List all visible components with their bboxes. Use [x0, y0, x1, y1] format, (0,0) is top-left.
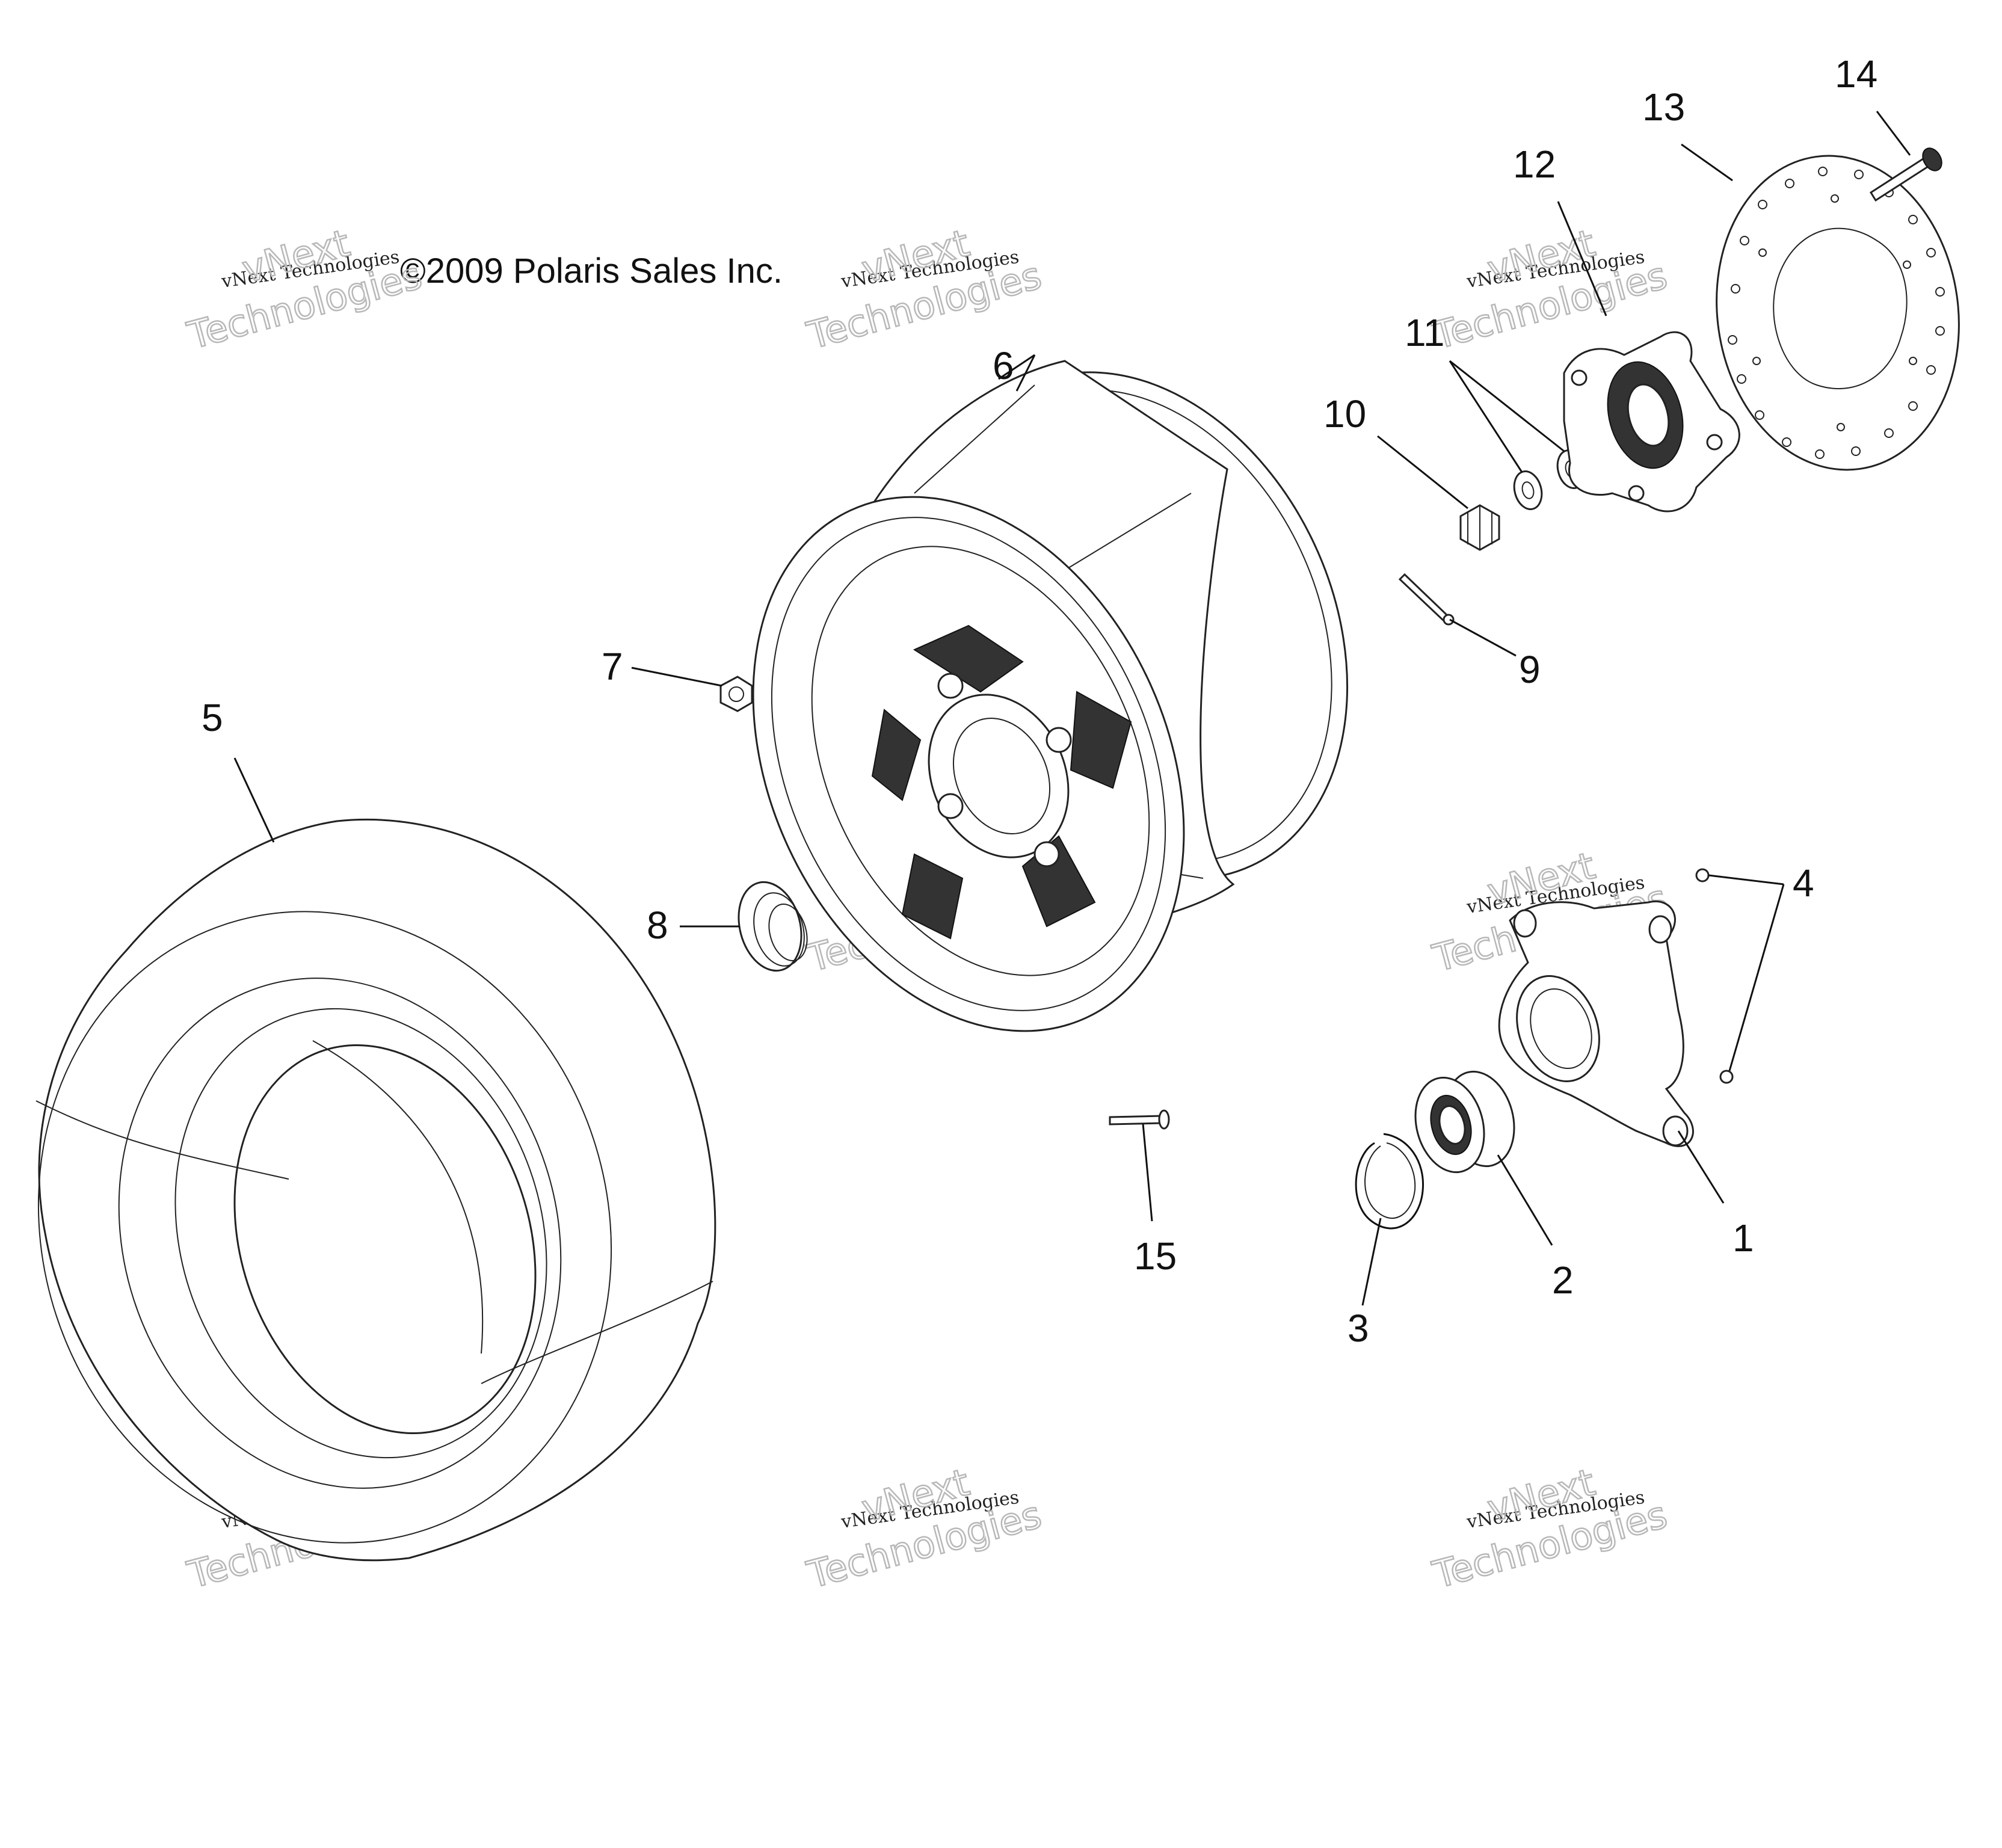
- callout-1: 1: [1732, 1216, 1754, 1260]
- part-wheel[interactable]: [670, 304, 1426, 1101]
- part-cotter-pin[interactable]: [1398, 573, 1455, 626]
- part-bearing[interactable]: [1405, 1064, 1524, 1180]
- watermark-bottom-right: vNext Technologies vNext Technologies: [1428, 1459, 1672, 1598]
- callout-4: 4: [1793, 861, 1814, 905]
- part-bolt[interactable]: [1869, 145, 1945, 202]
- leader-lines: [233, 111, 1911, 1306]
- callout-5: 5: [202, 696, 223, 739]
- callout-10: 10: [1323, 392, 1366, 436]
- callout-15: 15: [1134, 1234, 1177, 1278]
- watermark-bottom-center: vNext Technologies vNext Technologies: [802, 1459, 1047, 1598]
- part-small-bolts[interactable]: [1695, 868, 1734, 1084]
- watermark-top-center: vNext Technologies vNext Technologies: [802, 220, 1047, 359]
- callout-9: 9: [1519, 648, 1541, 691]
- part-hub[interactable]: [1563, 331, 1740, 513]
- callout-7: 7: [602, 645, 623, 688]
- part-tire[interactable]: [0, 818, 716, 1618]
- callout-11: 11: [1405, 311, 1444, 354]
- part-knuckle[interactable]: [1498, 901, 1694, 1147]
- watermark-top-right: vNext Technologies vNext Technologies: [1428, 220, 1672, 359]
- callout-3: 3: [1348, 1307, 1369, 1350]
- callout-6: 6: [993, 344, 1014, 387]
- part-castle-nut[interactable]: [1459, 504, 1500, 551]
- callout-8: 8: [647, 904, 668, 947]
- watermark-top-left: vNext Technologies vNext Technologies: [182, 220, 427, 359]
- callout-13: 13: [1642, 85, 1685, 129]
- callout-12: 12: [1513, 143, 1556, 186]
- part-snap-ring[interactable]: [1355, 1133, 1424, 1230]
- copyright-notice: ©2009 Polaris Sales Inc.: [400, 251, 783, 291]
- part-hub-cap[interactable]: [729, 875, 813, 978]
- callout-14: 14: [1835, 52, 1877, 96]
- part-lug-nut[interactable]: [719, 676, 753, 712]
- part-pin[interactable]: [1109, 1109, 1170, 1130]
- part-brake-disc[interactable]: [1696, 140, 1979, 486]
- callout-2: 2: [1552, 1258, 1574, 1302]
